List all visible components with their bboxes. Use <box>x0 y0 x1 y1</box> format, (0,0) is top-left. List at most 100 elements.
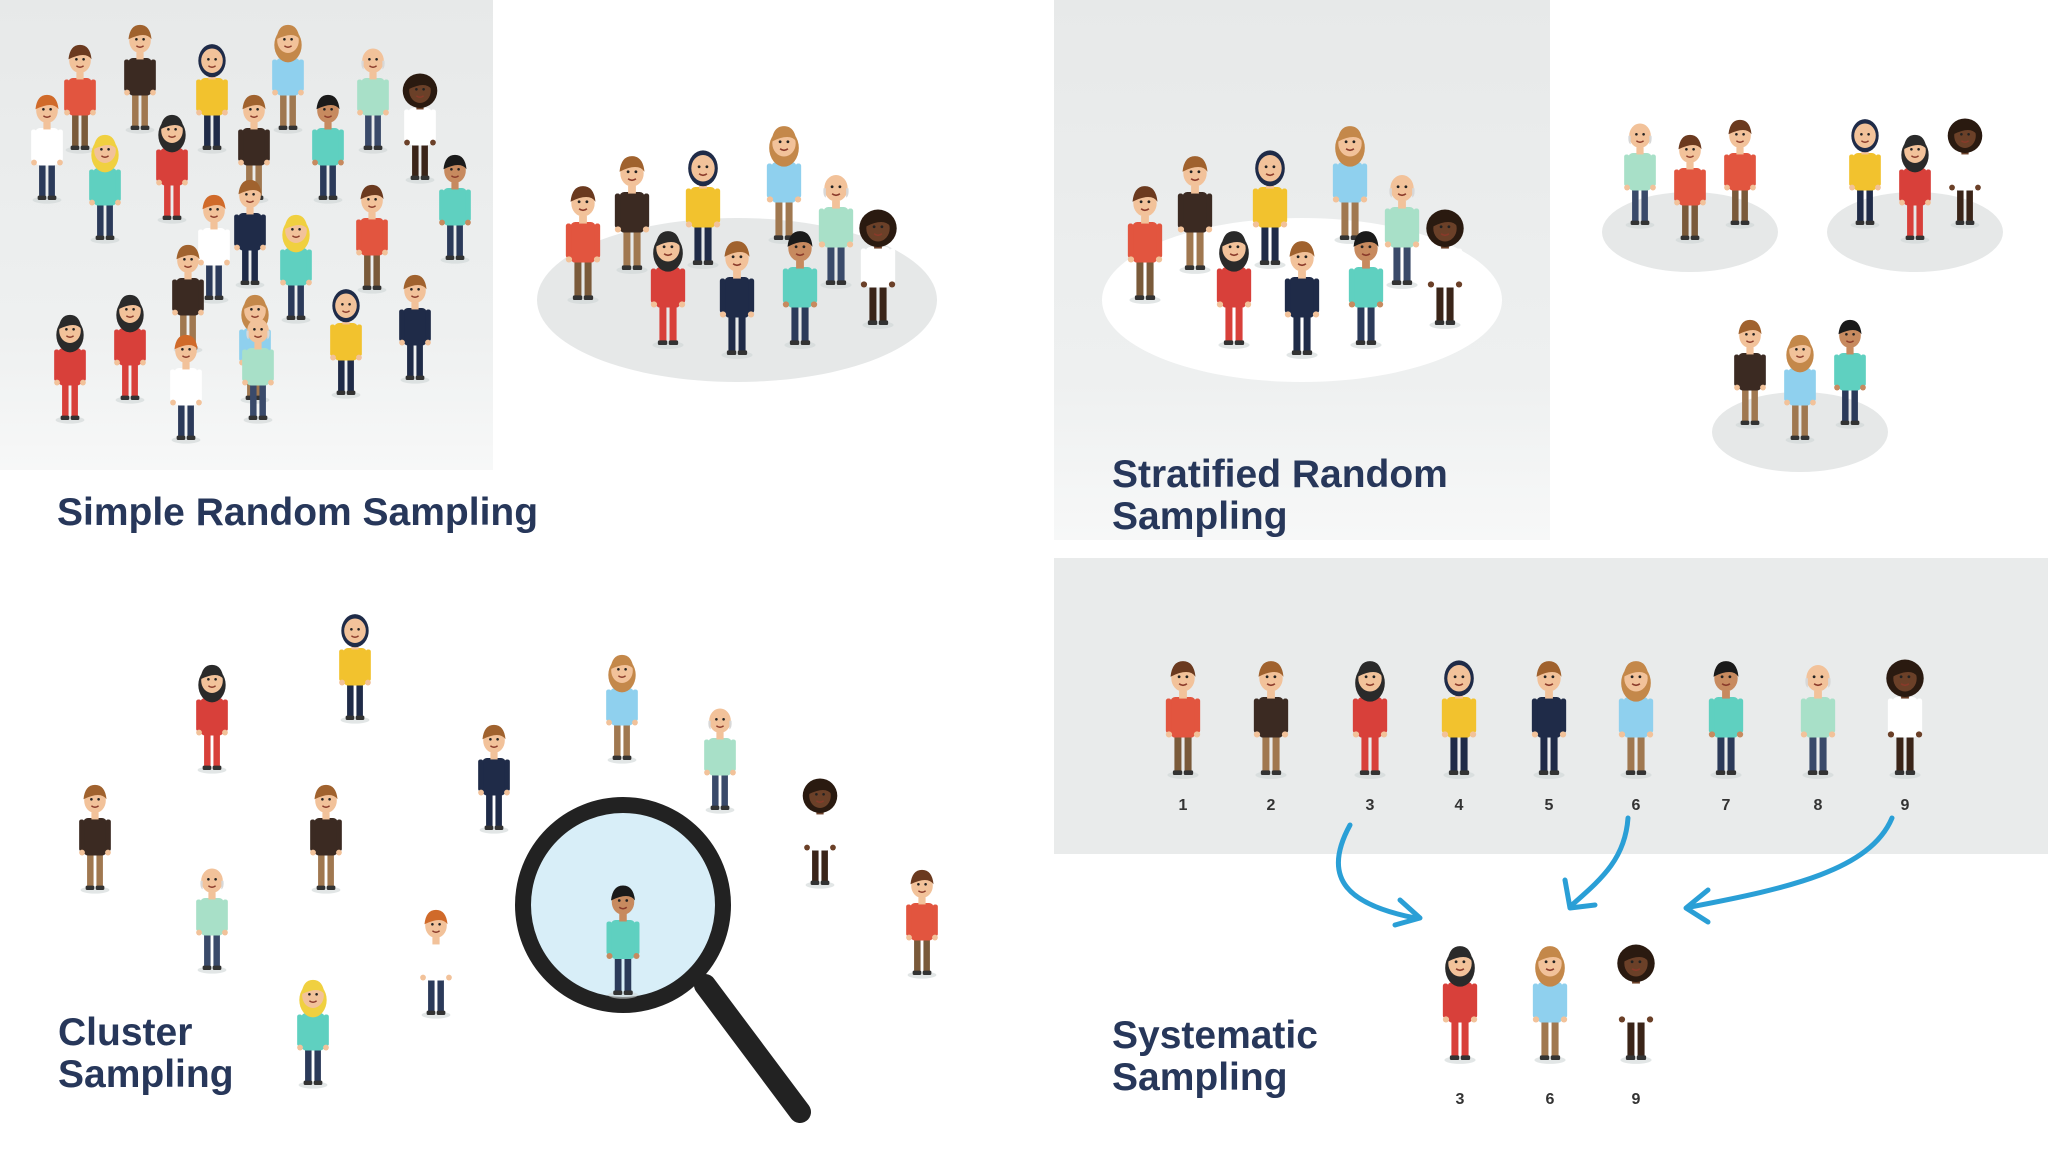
systematic-row-person-figure <box>1618 661 1654 779</box>
crowd-person-figure <box>114 294 146 404</box>
systematic-row-person-figure <box>1253 661 1289 779</box>
crowd-person-figure <box>312 94 344 204</box>
sample-person-figure <box>818 175 854 289</box>
systematic-row-person-figure <box>1531 661 1567 779</box>
selected-number-label: 6 <box>1546 1091 1555 1108</box>
selected-person-figure <box>1617 944 1655 1064</box>
sample-person-figure <box>782 231 818 349</box>
cluster-sampling-title: Cluster Sampling <box>58 1012 234 1096</box>
stratified-population-figure <box>1177 156 1213 274</box>
row-number-label: 2 <box>1267 797 1276 814</box>
cluster-person-figure <box>196 868 228 974</box>
systematic-selected-numbers: 3 6 9 <box>1456 1091 1641 1108</box>
stratum-person-figure <box>1624 123 1656 229</box>
crowd-person-figure <box>330 289 362 399</box>
cluster-title-line-1: Cluster <box>58 1011 193 1054</box>
simple-random-title-text: Simple Random Sampling <box>57 491 539 534</box>
crowd-person-figure <box>234 179 266 289</box>
crowd-person-figure <box>198 194 230 304</box>
sample-person-figure <box>766 126 802 244</box>
cluster-person-figure <box>704 708 736 814</box>
cluster-title-line-2: Sampling <box>58 1053 234 1096</box>
row-number-label: 4 <box>1455 797 1464 814</box>
row-number-label: 5 <box>1545 797 1554 814</box>
stratified-population-figure <box>1127 186 1163 304</box>
cluster-person-figure <box>339 614 371 724</box>
row-number-label: 7 <box>1722 797 1731 814</box>
crowd-person-figure <box>399 274 431 384</box>
selected-person-figure <box>1532 946 1568 1064</box>
selected-number-label: 3 <box>1456 1091 1465 1108</box>
systematic-row-person-figure <box>1800 665 1836 779</box>
sample-person-figure <box>650 231 686 349</box>
stratified-population-figure <box>1426 209 1464 329</box>
stratum-person-figure <box>1947 118 1983 229</box>
stratified-population-figure <box>1216 231 1252 349</box>
stratum-person-figure <box>1724 119 1756 229</box>
simple-random-sampling-title: Simple Random Sampling <box>57 492 538 534</box>
stratified-title-line-2: Sampling <box>1112 495 1288 538</box>
crowd-person-figure <box>357 48 389 154</box>
crowd-person-figure <box>280 214 312 324</box>
cluster-person-figure <box>310 784 342 894</box>
stratum-person-figure <box>1834 319 1866 429</box>
systematic-sampling-title: Systematic Sampling <box>1112 1015 1318 1099</box>
stratified-population-figure <box>1384 175 1420 289</box>
crowd-person-figure <box>172 244 204 354</box>
systematic-row-person-figure <box>1352 661 1388 779</box>
people-layer <box>31 24 1983 1089</box>
stratified-title-line-1: Stratified Random <box>1112 453 1448 496</box>
crowd-person-figure <box>272 24 304 134</box>
stratum-person-figure <box>1784 334 1816 444</box>
crowd-person-figure <box>356 184 388 294</box>
systematic-row-numbers: 1 2 3 4 5 6 7 8 9 <box>1179 797 1910 814</box>
stratified-random-sampling-title: Stratified Random Sampling <box>1112 454 1448 538</box>
cluster-person-figure <box>606 654 638 764</box>
row-number-label: 3 <box>1366 797 1375 814</box>
systematic-title-line-2: Sampling <box>1112 1056 1288 1099</box>
stratified-population-figure <box>1284 241 1320 359</box>
stratum-person-figure <box>1899 134 1931 244</box>
row-number-label: 1 <box>1179 797 1188 814</box>
sample-person-figure <box>719 241 755 359</box>
systematic-row-person-figure <box>1708 661 1744 779</box>
cluster-person-figure <box>802 778 838 889</box>
cluster-person-figure <box>420 909 452 1019</box>
cluster-person-figure <box>196 664 228 774</box>
sample-person-figure <box>565 186 601 304</box>
crowd-person-figure <box>89 134 121 244</box>
cluster-person-figure <box>297 979 329 1089</box>
sample-person-figure <box>614 156 650 274</box>
sample-person-figure <box>859 209 897 329</box>
sample-person-figure <box>685 150 721 269</box>
selected-person-figure <box>1442 946 1478 1064</box>
selected-number-label: 9 <box>1632 1091 1641 1108</box>
stratified-population-figure <box>1252 150 1288 269</box>
systematic-title-line-1: Systematic <box>1112 1014 1318 1057</box>
curved-arrow-icon <box>1336 815 1895 928</box>
crowd-person-figure <box>124 24 156 134</box>
cluster-person-figure <box>79 784 111 894</box>
crowd-person-figure <box>238 94 270 204</box>
stratum-person-figure <box>1734 319 1766 429</box>
magnifying-glass-icon <box>515 797 811 1123</box>
crowd-person-figure <box>242 318 274 424</box>
crowd-person-figure <box>54 314 86 424</box>
row-number-label: 6 <box>1632 797 1641 814</box>
crowd-person-figure <box>31 94 63 204</box>
row-number-label: 9 <box>1901 797 1910 814</box>
crowd-person-figure <box>64 44 96 154</box>
stratum-person-figure <box>1674 134 1706 244</box>
row-number-label: 8 <box>1814 797 1823 814</box>
crowd-person-figure <box>439 154 471 264</box>
systematic-row-person-figure <box>1441 660 1477 779</box>
crowd-person-figure <box>196 44 228 154</box>
cluster-person-figure <box>478 724 510 834</box>
stratum-person-figure <box>1849 119 1881 229</box>
crowd-person-figure <box>402 73 438 184</box>
magnified-person-figure <box>606 885 640 999</box>
magnified-person-figure <box>606 885 640 999</box>
systematic-row-person-figure <box>1886 659 1924 779</box>
stratified-population-figure <box>1332 126 1368 244</box>
